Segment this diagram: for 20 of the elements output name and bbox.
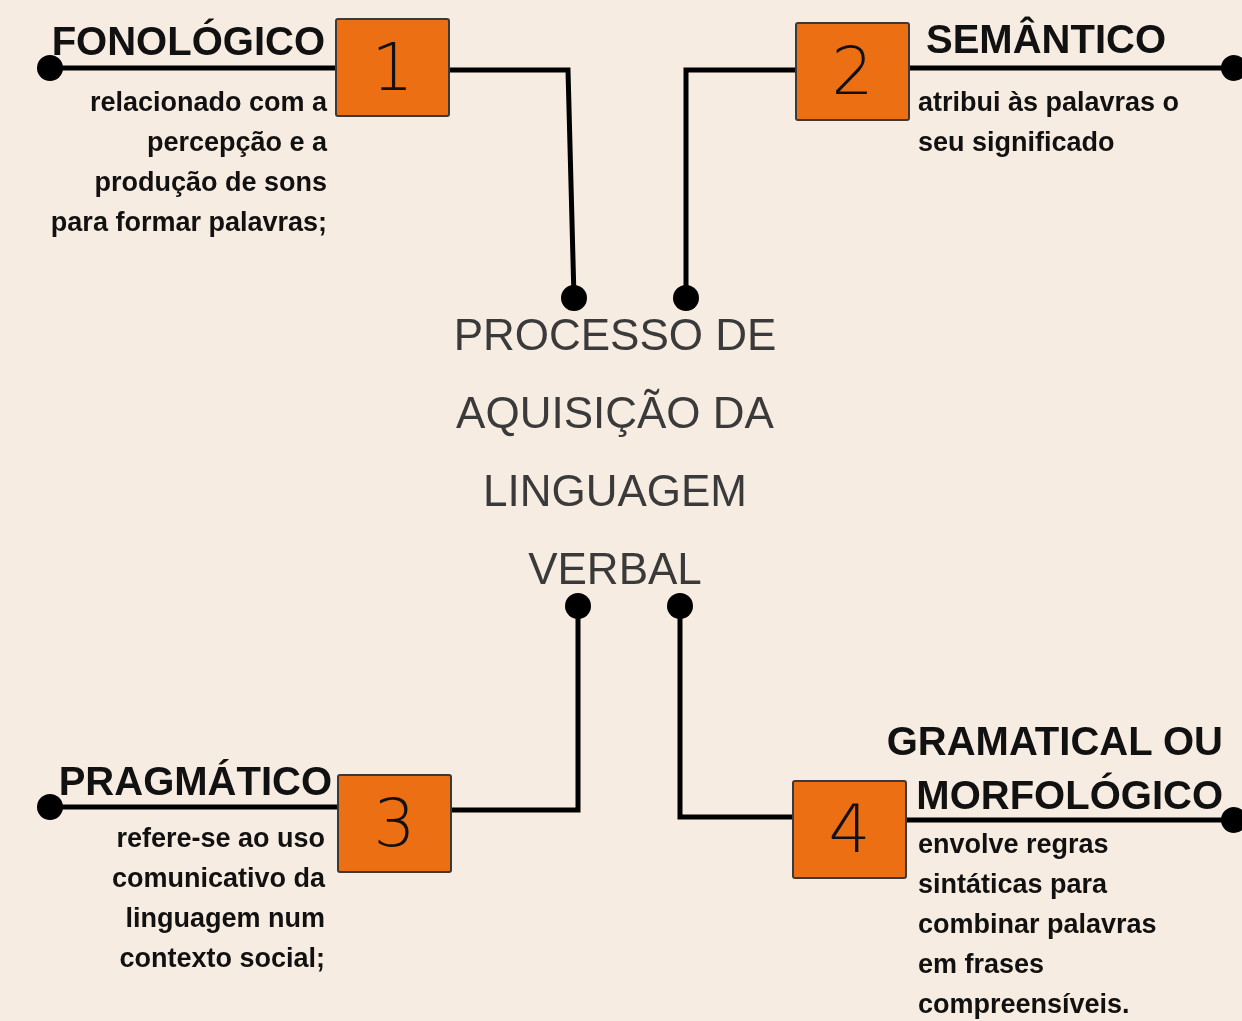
connector-line [37, 794, 337, 820]
connector-line [910, 55, 1242, 81]
category-heading: FONOLÓGICO [50, 17, 325, 65]
central-title: PROCESSO DE AQUISIÇÃO DA LINGUAGEM VERBAL [430, 298, 800, 606]
connector-line [37, 55, 335, 81]
number-box: 1 [335, 18, 450, 117]
connector-line [450, 67, 587, 311]
description-text: relacionado com a percepção e a produção de sons para formar palavras; [49, 86, 327, 239]
category-heading: PRAGMÁTICO [57, 758, 332, 805]
description-text: refere-se ao uso comunicativo da linguagem num contexto social; [110, 822, 325, 975]
number-box: 3 [337, 774, 452, 873]
connector-line [667, 593, 792, 820]
description-text: atribui às palavras o seu significado [918, 86, 1181, 159]
connector-line [673, 67, 795, 311]
connector-line [452, 593, 591, 813]
number-box: 4 [792, 780, 907, 879]
description-text: envolve regras sintáticas para combinar palavras em frases compreensíveis. [918, 828, 1158, 1021]
number-box: 2 [795, 22, 910, 121]
category-heading: SEMÂNTICO [926, 15, 1167, 63]
connector-line [907, 807, 1242, 833]
